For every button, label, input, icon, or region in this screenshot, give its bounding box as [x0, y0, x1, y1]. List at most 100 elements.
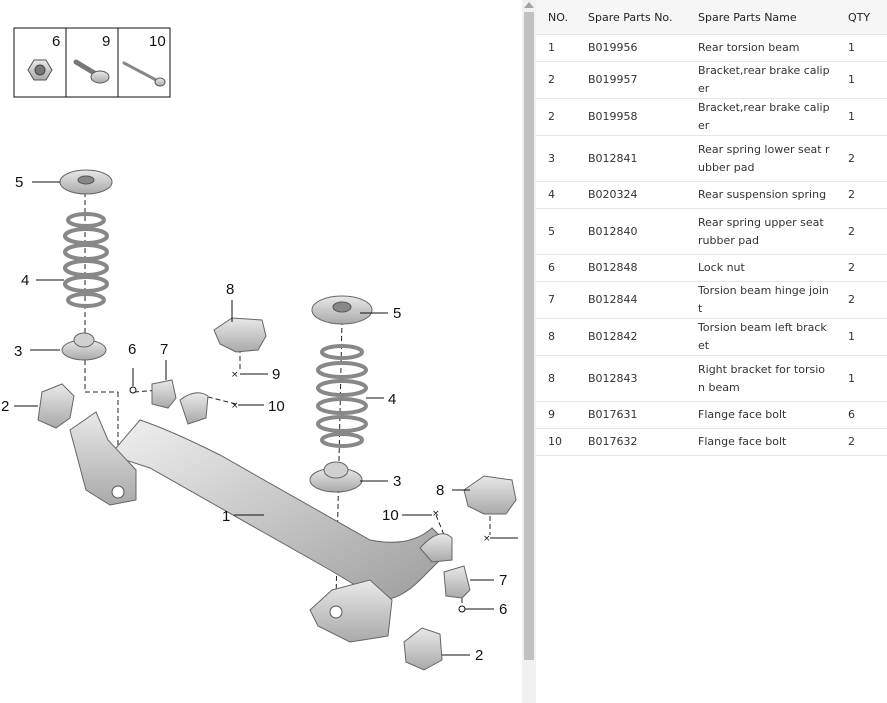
cell-no: 1: [536, 34, 576, 62]
header-part-number: Spare Parts No.: [576, 0, 686, 35]
callout-3-right: 3: [393, 473, 401, 490]
cell-qty: 1: [836, 34, 887, 62]
flange-bolt-thumbnail: [73, 59, 110, 84]
callout-7-left: 7: [160, 341, 168, 358]
callout-4-right: 4: [388, 391, 396, 408]
table-row[interactable]: 5 B012840 Rear spring upper seat rubber …: [536, 208, 887, 255]
cell-part-number: B019958: [576, 98, 686, 136]
cell-part-number: B012842: [576, 318, 686, 356]
cell-no: 8: [536, 318, 576, 356]
table-row[interactable]: 7 B012844 Torsion beam hinge joint 2: [536, 281, 887, 319]
cell-qty: 1: [836, 318, 887, 356]
header-qty: QTY: [836, 0, 887, 35]
left-spring-assembly: [37, 169, 113, 429]
cell-part-name: Rear torsion beam: [686, 34, 836, 62]
table-row[interactable]: 10 B017632 Flange face bolt 2: [536, 428, 887, 456]
cell-qty: 2: [836, 281, 887, 319]
table-header-row: NO. Spare Parts No. Spare Parts Name QTY: [536, 0, 887, 35]
callout-2-right: 2: [475, 647, 483, 664]
small-parts: × × × ×: [129, 317, 517, 613]
cell-qty: 2: [836, 208, 887, 255]
cell-no: 10: [536, 428, 576, 456]
table-row[interactable]: 1 B019956 Rear torsion beam 1: [536, 34, 887, 62]
callout-3-left: 3: [14, 343, 22, 360]
callout-1: 1: [222, 508, 230, 525]
callout-10-left: 10: [268, 398, 285, 415]
callout-6-left: 6: [128, 341, 136, 358]
fastener-legend: 6 9 10: [13, 27, 171, 98]
svg-text:×: ×: [231, 401, 239, 411]
table-row[interactable]: 3 B012841 Rear spring lower seat rubber …: [536, 135, 887, 182]
callout-8-right: 8: [436, 482, 444, 499]
cell-part-name: Flange face bolt: [686, 401, 836, 429]
cell-qty: 6: [836, 401, 887, 429]
cell-no: 3: [536, 135, 576, 182]
cell-part-name: Torsion beam hinge joint: [686, 281, 836, 319]
legend-number-9: 9: [102, 33, 110, 50]
cell-no: 4: [536, 181, 576, 209]
long-flange-bolt-thumbnail: [122, 61, 166, 87]
table-row[interactable]: 4 B020324 Rear suspension spring 2: [536, 181, 887, 209]
cell-qty: 1: [836, 355, 887, 402]
cell-no: 8: [536, 355, 576, 402]
rear-torsion-beam: [69, 392, 453, 643]
header-no: NO.: [536, 0, 576, 35]
cell-qty: 2: [836, 428, 887, 456]
cell-part-number: B017632: [576, 428, 686, 456]
spare-parts-table-panel: NO. Spare Parts No. Spare Parts Name QTY…: [536, 0, 887, 703]
cell-part-name: Lock nut: [686, 254, 836, 282]
cell-qty: 2: [836, 135, 887, 182]
cell-no: 9: [536, 401, 576, 429]
callout-8-left: 8: [226, 281, 234, 298]
cell-part-name: Rear spring upper seat rubber pad: [686, 208, 836, 255]
cell-no: 7: [536, 281, 576, 319]
scroll-up-arrow-icon[interactable]: [524, 2, 534, 8]
cell-part-number: B012844: [576, 281, 686, 319]
diagram-scrollbar[interactable]: [522, 0, 536, 703]
cell-part-number: B012841: [576, 135, 686, 182]
cell-part-number: B019957: [576, 61, 686, 99]
callout-6-right: 6: [499, 601, 507, 618]
callout-4-left: 4: [21, 272, 29, 289]
cell-part-number: B012840: [576, 208, 686, 255]
table-row[interactable]: 2 B019957 Bracket,rear brake caliper 1: [536, 61, 887, 99]
cell-part-number: B019956: [576, 34, 686, 62]
cell-qty: 1: [836, 98, 887, 136]
cell-part-number: B017631: [576, 401, 686, 429]
svg-text:×: ×: [432, 509, 440, 519]
lock-nut-thumbnail: [27, 59, 53, 81]
callout-9: 9: [272, 366, 280, 383]
cell-part-name: Rear suspension spring: [686, 181, 836, 209]
cell-part-name: Right bracket for torsion beam: [686, 355, 836, 402]
cell-qty: 2: [836, 254, 887, 282]
table-row[interactable]: 8 B012843 Right bracket for torsion beam…: [536, 355, 887, 402]
cell-part-name: Bracket,rear brake caliper: [686, 98, 836, 136]
cell-part-name: Flange face bolt: [686, 428, 836, 456]
cell-no: 2: [536, 61, 576, 99]
callout-5-right: 5: [393, 305, 401, 322]
cell-no: 5: [536, 208, 576, 255]
table-row[interactable]: 8 B012842 Torsion beam left bracket 1: [536, 318, 887, 356]
table-row[interactable]: 2 B019958 Bracket,rear brake caliper 1: [536, 98, 887, 136]
header-part-name: Spare Parts Name: [686, 0, 836, 35]
cell-part-name: Torsion beam left bracket: [686, 318, 836, 356]
right-spring-assembly: [309, 295, 443, 671]
legend-number-10: 10: [149, 33, 166, 50]
callout-2-left: 2: [1, 398, 9, 415]
cell-part-number: B012843: [576, 355, 686, 402]
table-row[interactable]: 9 B017631 Flange face bolt 6: [536, 401, 887, 429]
cell-part-name: Rear spring lower seat rubber pad: [686, 135, 836, 182]
scrollbar-thumb[interactable]: [524, 12, 534, 660]
cell-part-number: B020324: [576, 181, 686, 209]
cell-qty: 2: [836, 181, 887, 209]
exploded-parts-diagram: 6 9 10: [1, 27, 518, 671]
callout-5-left: 5: [15, 174, 23, 191]
cell-qty: 1: [836, 61, 887, 99]
cell-part-name: Bracket,rear brake caliper: [686, 61, 836, 99]
callout-7-right: 7: [499, 572, 507, 589]
callout-leaders: [14, 181, 518, 656]
legend-number-6: 6: [52, 33, 60, 50]
cell-no: 6: [536, 254, 576, 282]
table-row[interactable]: 6 B012848 Lock nut 2: [536, 254, 887, 282]
callout-10-right: 10: [382, 507, 399, 524]
